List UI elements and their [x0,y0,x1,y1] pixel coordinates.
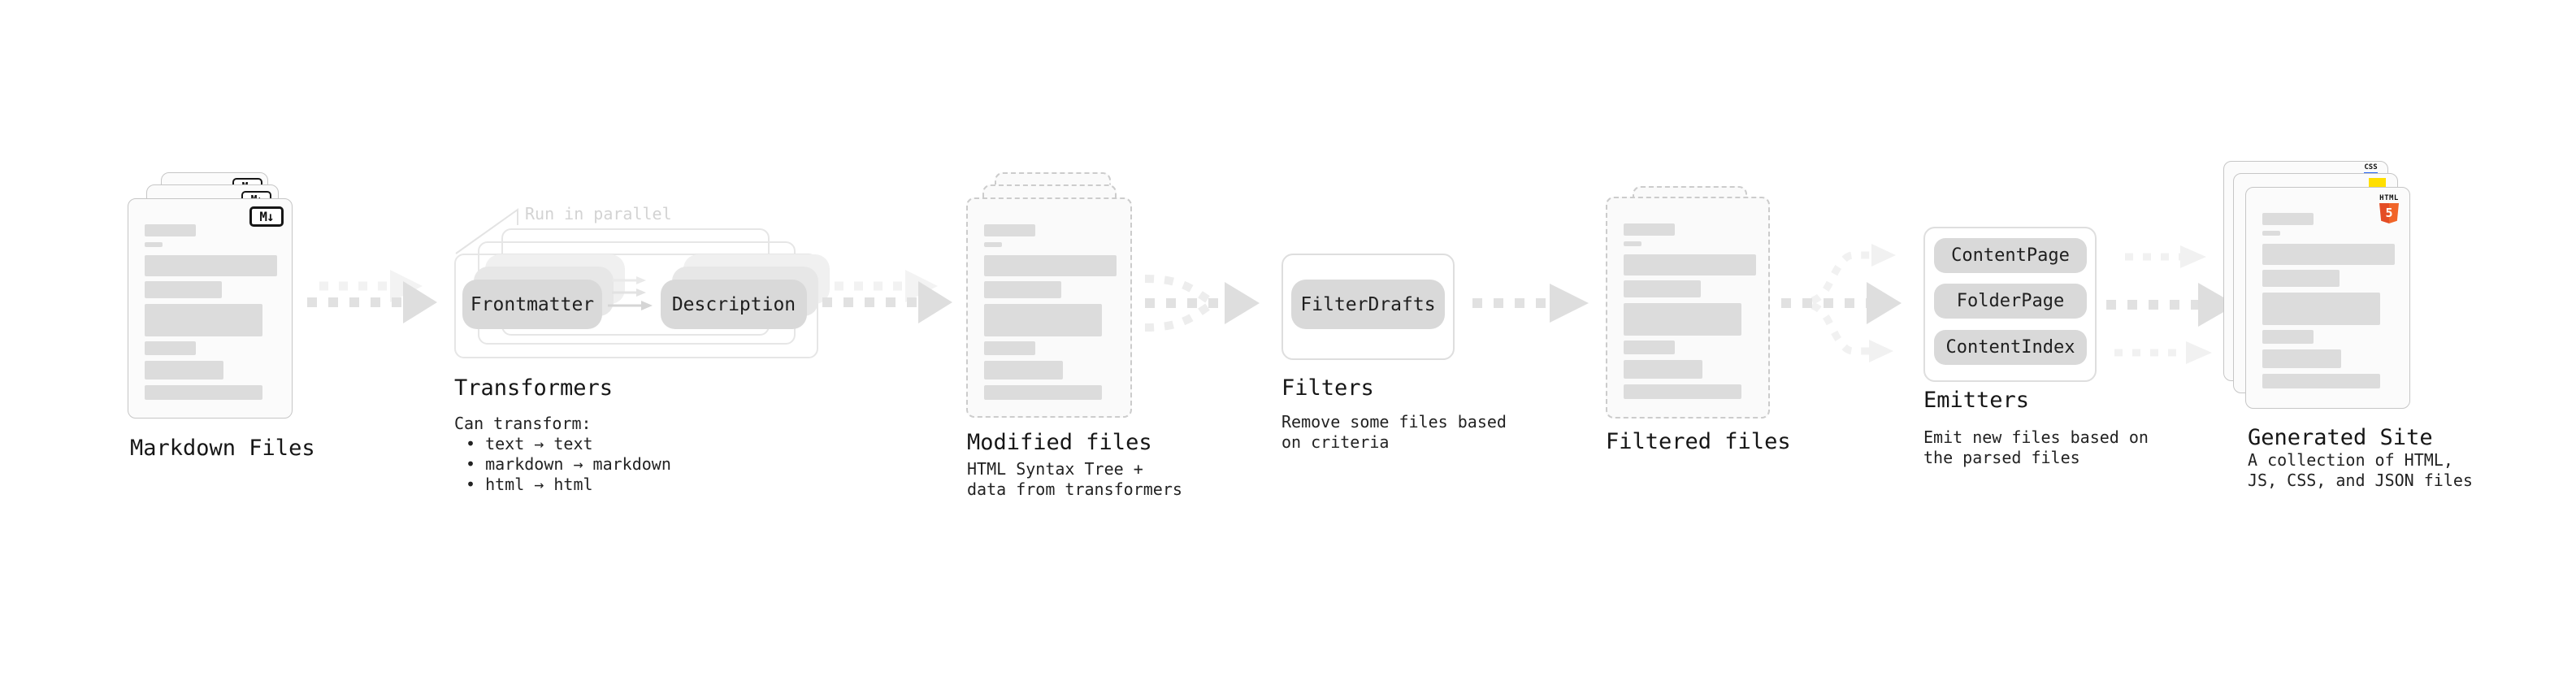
skeleton-bar [2262,374,2380,388]
emitter-pill: ContentPage [1934,238,2087,273]
skeleton-bar [984,224,1035,236]
annotation-callout-line [455,208,518,254]
skeleton-bar [1624,340,1675,354]
flow-fork-arrow-icon [1781,244,1902,362]
skeleton-bar [1624,241,1641,246]
flow-merge-arrow-icon [1144,275,1260,332]
skeleton-bar [145,281,222,298]
subtitle-line: Can transform: [454,414,592,433]
flow-arrow-icon [822,270,952,323]
stage-subtitle: Can transform: • text → text • markdown … [454,414,671,495]
subtitle-line: A collection of HTML, [2248,450,2453,470]
file-card: M↓ [128,198,293,419]
skeleton-bar [1624,360,1702,379]
subtitle-line: • html → html [466,475,593,494]
skeleton-bar [145,361,223,380]
markdown-icon: M↓ [249,206,284,227]
file-card: HTML 5 [2245,187,2410,409]
stage-title: Generated Site [2248,425,2433,450]
skeleton-bar [1624,303,1741,336]
stage-title: Modified files [967,430,1152,455]
subtitle-line: the parsed files [1923,448,2080,467]
filter-pill: FilterDrafts [1291,280,1445,329]
file-card [966,197,1132,418]
stage-subtitle: A collection of HTML, JS, CSS, and JSON … [2248,450,2473,491]
stage-title: Markdown Files [130,436,315,461]
flow-arrow-icon [307,270,437,323]
stage-title: Emitters [1923,388,2030,413]
subtitle-line: • text → text [466,434,593,453]
skeleton-bar [984,385,1102,400]
parallel-arrows-icon [608,276,653,310]
subtitle-line: Emit new files based on [1923,427,2149,447]
subtitle-line: Remove some files based [1281,412,1507,432]
skeleton-bar [2262,213,2314,225]
skeleton-bar [984,255,1117,276]
subtitle-line: on criteria [1281,432,1390,452]
skeleton-bar [2262,244,2395,265]
skeleton-bar [1624,280,1701,297]
skeleton-bar [1624,384,1741,399]
skeleton-bar [145,255,277,276]
skeleton-bar [984,242,1002,247]
stage-title: Transformers [454,375,614,401]
file-card [1606,197,1770,419]
annotation-label: Run in parallel [525,204,672,223]
transformer-pill: Frontmatter [462,280,602,329]
flow-arrow-icon [1472,284,1589,323]
skeleton-bar [2262,330,2314,344]
stage-title: Filters [1281,375,1374,401]
skeleton-bar [145,385,262,400]
skeleton-bar [145,304,262,336]
skeleton-bar [2262,349,2341,368]
subtitle-line: data from transformers [967,479,1182,499]
subtitle-line: • markdown → markdown [466,454,671,474]
skeleton-bar [2262,270,2340,287]
skeleton-bar [984,341,1035,355]
subtitle-line: HTML Syntax Tree + [967,459,1143,479]
skeleton-bar [984,281,1061,298]
skeleton-bar [1624,223,1675,236]
skeleton-bar [145,242,163,247]
stage-title: Filtered files [1606,429,1791,454]
stage-subtitle: Emit new files based on the parsed files [1923,427,2149,468]
skeleton-bar [2262,231,2280,236]
html5-icon: HTML 5 [2379,194,2400,223]
skeleton-bar [984,304,1102,336]
subtitle-line: JS, CSS, and JSON files [2248,471,2473,490]
skeleton-bar [145,341,196,355]
transformer-pill: Description [661,280,807,329]
stage-subtitle: HTML Syntax Tree + data from transformer… [967,459,1182,500]
stage-subtitle: Remove some files based on criteria [1281,412,1507,453]
emitter-pill: ContentIndex [1934,330,2087,365]
skeleton-bar [145,224,196,236]
emitter-pill: FolderPage [1934,284,2087,319]
flow-arrows-triple-icon [2106,245,2236,364]
js-icon [2369,178,2386,188]
skeleton-bar [984,361,1063,380]
skeleton-bar [2262,293,2380,325]
skeleton-bar [1624,254,1756,275]
